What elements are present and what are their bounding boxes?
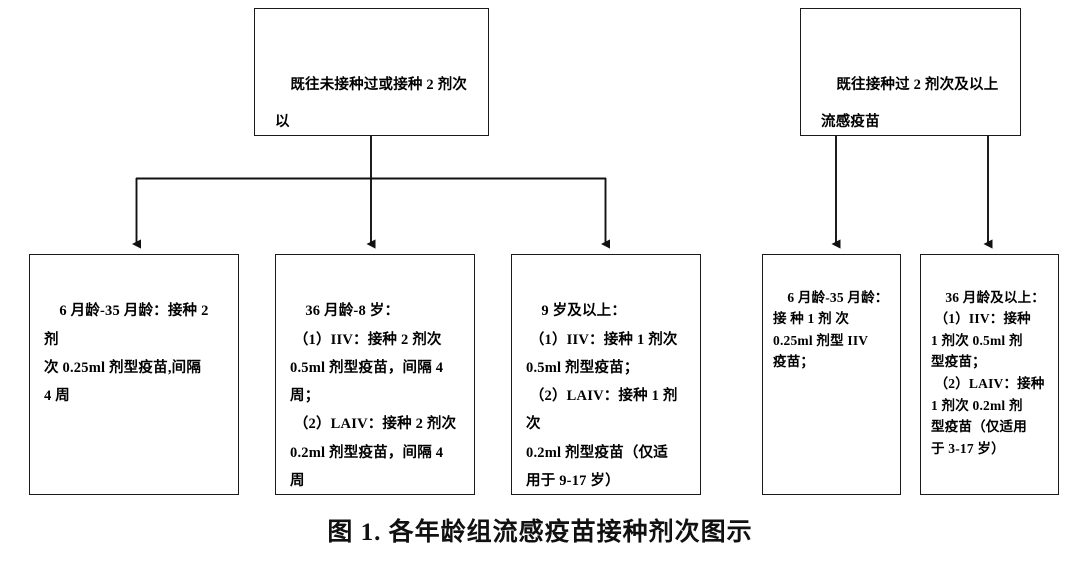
left-branch-connectors [132, 136, 610, 249]
right-child-2-box: 36 月龄及以上： （1）IIV：接种 1 剂次 0.5ml 剂 型疫苗； （2… [920, 254, 1059, 495]
left-child-3-text: 9 岁及以上： （1）IIV：接种 1 剂次 0.5ml 剂型疫苗； （2）LA… [526, 303, 678, 489]
root-left-box: 既往未接种过或接种 2 剂次以 下流感疫苗 [254, 8, 489, 136]
root-right-box: 既往接种过 2 剂次及以上 流感疫苗 [800, 8, 1021, 136]
root-right-text: 既往接种过 2 剂次及以上 流感疫苗 [821, 76, 999, 131]
left-child-1-text: 6 月龄-35 月龄：接种 2 剂 次 0.25ml 剂型疫苗,间隔 4 周 [44, 303, 209, 405]
right-child-1-text: 6 月龄-35 月龄： 接 种 1 剂 次 0.25ml 剂型 IIV 疫苗； [773, 289, 889, 370]
left-child-1-box: 6 月龄-35 月龄：接种 2 剂 次 0.25ml 剂型疫苗,间隔 4 周 [29, 254, 239, 495]
root-left-text: 既往未接种过或接种 2 剂次以 下流感疫苗 [275, 76, 468, 131]
right-child-2-text: 36 月龄及以上： （1）IIV：接种 1 剂次 0.5ml 剂 型疫苗； （2… [931, 289, 1045, 456]
figure-caption: 图 1. 各年龄组流感疫苗接种剂次图示 [327, 519, 753, 546]
left-child-2-box: 36 月龄-8 岁： （1）IIV：接种 2 剂次 0.5ml 剂型疫苗，间隔 … [275, 254, 475, 495]
right-branch-connectors [831, 136, 993, 249]
left-child-3-box: 9 岁及以上： （1）IIV：接种 1 剂次 0.5ml 剂型疫苗； （2）LA… [511, 254, 701, 495]
right-child-1-box: 6 月龄-35 月龄： 接 种 1 剂 次 0.25ml 剂型 IIV 疫苗； [762, 254, 901, 495]
left-child-2-text: 36 月龄-8 岁： （1）IIV：接种 2 剂次 0.5ml 剂型疫苗，间隔 … [290, 303, 457, 489]
